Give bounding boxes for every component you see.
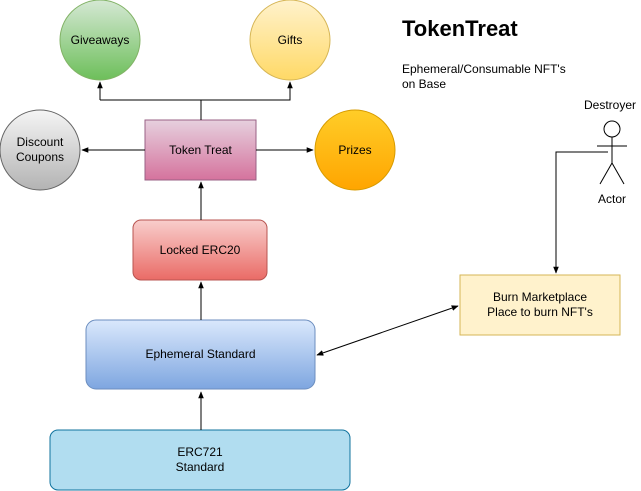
diagram-subtitle: Ephemeral/Consumable NFT's on Base: [402, 62, 566, 91]
actor-role-label: Destroyer: [583, 98, 637, 112]
discount-coupons-label: Discount Coupons: [15, 135, 65, 164]
discount-coupons-circle[interactable]: [0, 109, 81, 191]
diagram-title: TokenTreat: [402, 16, 518, 41]
prizes-circle[interactable]: [314, 109, 396, 191]
prizes-label: Prizes: [338, 142, 372, 157]
gifts-circle[interactable]: [249, 0, 331, 81]
connector-to-gifts: [201, 81, 293, 101]
burn-marketplace-label: Burn Marketplace Place to burn NFT's: [487, 290, 593, 319]
burn-marketplace-box[interactable]: [459, 274, 621, 336]
locked-erc20-box[interactable]: [132, 219, 268, 281]
destroyer-actor-icon[interactable]: [597, 120, 627, 185]
connector-ephemeral-burn-marketplace: [316, 305, 459, 356]
giveaways-circle[interactable]: [59, 0, 141, 81]
connector-token-treat-trunk: [100, 99, 202, 120]
connector-actor-to-burn-marketplace: [553, 151, 608, 274]
ephemeral-standard-label: Ephemeral Standard: [145, 347, 256, 361]
gifts-label: Gifts: [277, 32, 303, 47]
erc721-standard-label: ERC721 Standard: [175, 445, 225, 474]
token-treat-box[interactable]: [144, 119, 257, 181]
token-treat-label: Token Treat: [169, 142, 232, 157]
locked-erc20-label: Locked ERC20: [159, 242, 241, 257]
erc721-standard-box[interactable]: [49, 429, 351, 491]
actor-type-label: Actor: [597, 192, 627, 206]
giveaways-label: Giveaways: [70, 32, 130, 47]
